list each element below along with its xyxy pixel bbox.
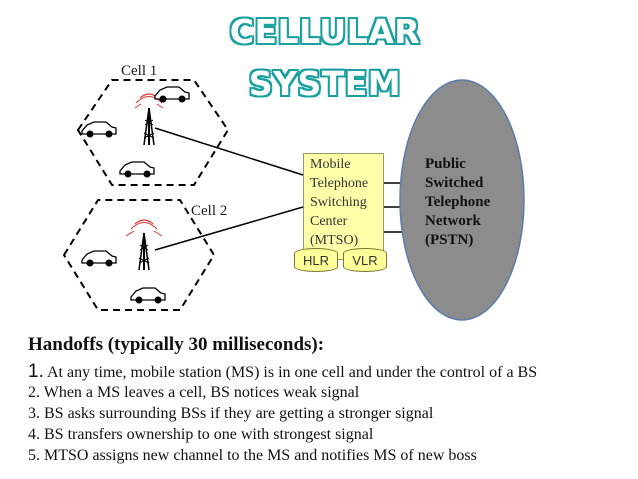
- vlr-database: VLR: [343, 248, 387, 272]
- list-item: 4. BS transfers ownership to one with st…: [28, 424, 537, 445]
- step-number: 5.: [28, 447, 40, 464]
- pstn-label: Public Switched Telephone Network (PSTN): [425, 155, 490, 250]
- slide-title: CELLULAR SYSTEM: [229, 12, 421, 103]
- mtso-line: Mobile: [310, 157, 351, 172]
- handoff-steps-list: 1. At any time, mobile station (MS) is i…: [28, 361, 537, 466]
- pstn-line: Switched: [425, 175, 484, 191]
- list-item: 1. At any time, mobile station (MS) is i…: [28, 361, 537, 382]
- cell-2-hexagon: [62, 199, 216, 311]
- handoffs-heading: Handoffs (typically 30 milliseconds):: [28, 334, 325, 355]
- step-number: 3.: [28, 405, 40, 422]
- car-icon: [154, 86, 190, 103]
- pstn-line: (PSTN): [425, 232, 474, 248]
- pstn-line: Public: [425, 156, 466, 172]
- cellular-diagram: [62, 79, 525, 321]
- car-icon: [130, 287, 166, 304]
- car-icon: [81, 121, 117, 138]
- link-bs2-mtso: [154, 206, 304, 251]
- step-text: BS transfers ownership to one with stron…: [40, 426, 374, 443]
- car-icon: [81, 250, 117, 267]
- list-item: 3. BS asks surrounding BSs if they are g…: [28, 403, 537, 424]
- cell-1-hexagon: [76, 79, 230, 186]
- base-station-tower-2-icon: [125, 219, 163, 271]
- list-item: 5. MTSO assigns new channel to the MS an…: [28, 445, 537, 466]
- step-text: When a MS leaves a cell, BS notices weak…: [40, 384, 360, 401]
- hlr-database: HLR: [294, 248, 338, 272]
- list-item: 2. When a MS leaves a cell, BS notices w…: [28, 382, 537, 403]
- step-text: At any time, mobile station (MS) is in o…: [43, 364, 538, 381]
- mtso-box: [303, 153, 384, 260]
- pstn-line: Telephone: [425, 194, 491, 210]
- step-number: 4.: [28, 426, 40, 443]
- mtso-line: (MTSO): [310, 233, 359, 248]
- link-bs1-mtso: [154, 127, 304, 176]
- step-text: MTSO assigns new channel to the MS and n…: [40, 447, 477, 464]
- car-icon: [119, 161, 155, 178]
- mtso-label: Mobile Telephone Switching Center (MTSO): [310, 155, 368, 250]
- base-station-tower-1-icon: [134, 93, 164, 146]
- cell-1-label: Cell 1: [121, 63, 158, 79]
- pstn-ellipse: [399, 79, 525, 321]
- step-number: 1.: [28, 361, 44, 382]
- mtso-line: Switching: [310, 195, 367, 210]
- mtso-line: Telephone: [310, 176, 369, 191]
- cell-2-label: Cell 2: [191, 203, 228, 219]
- mtso-line: Center: [310, 214, 348, 229]
- pstn-line: Network: [425, 213, 481, 229]
- step-text: BS asks surrounding BSs if they are gett…: [40, 405, 434, 422]
- step-number: 2.: [28, 384, 40, 401]
